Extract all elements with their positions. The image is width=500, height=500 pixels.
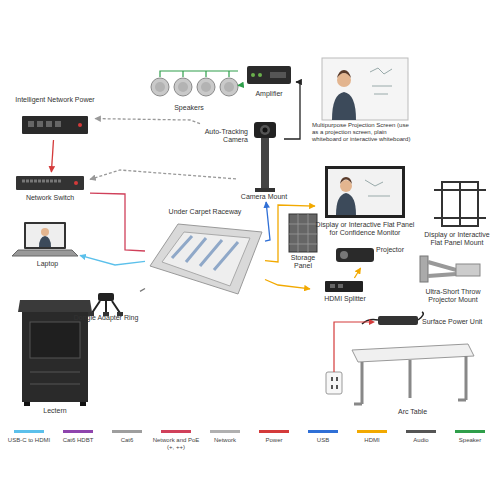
component-label: Speakers bbox=[140, 104, 238, 112]
network-switch-device bbox=[16, 176, 84, 190]
cable-connector bbox=[354, 268, 360, 278]
legend-text: Audio bbox=[397, 437, 445, 444]
flat-panel-display bbox=[325, 166, 405, 218]
component-label: Network Switch bbox=[10, 194, 90, 202]
cable-connector bbox=[284, 82, 300, 139]
cable-connector bbox=[140, 289, 145, 292]
equipment-node: Dongle Adapter Ring bbox=[72, 290, 140, 332]
ust-projector-mount bbox=[420, 256, 480, 282]
equipment-node: Speakers bbox=[140, 66, 238, 116]
cable-connector bbox=[80, 255, 145, 265]
component-label: Multipurpose Projection Screen (use as a… bbox=[312, 122, 416, 143]
cable-connector bbox=[90, 170, 236, 179]
component-label: Amplifier bbox=[242, 90, 296, 98]
amplifier-device bbox=[247, 66, 291, 84]
camera-device bbox=[254, 122, 276, 192]
equipment-node: Display or Interactive Flat Panel for Co… bbox=[315, 163, 415, 252]
cable-connector bbox=[51, 140, 53, 172]
legend-text: Power bbox=[250, 437, 298, 444]
legend-text: Cat6 bbox=[103, 437, 151, 444]
component-label: Ultra-Short Throw Projector Mount bbox=[412, 288, 494, 304]
legend-swatch bbox=[406, 430, 436, 433]
component-label: Intelligent Network Power bbox=[15, 96, 95, 104]
cable-connector bbox=[95, 119, 200, 124]
cable-connector bbox=[265, 205, 315, 262]
component-label: Projector bbox=[376, 246, 410, 254]
equipment-node: Arc Table bbox=[345, 342, 480, 420]
component-label: HDMI Splitter bbox=[310, 295, 380, 303]
equipment-node: Ultra-Short Throw Projector Mount bbox=[412, 252, 494, 310]
legend-swatch bbox=[357, 430, 387, 433]
panel-mount-bracket bbox=[434, 182, 486, 226]
laptop-computer bbox=[12, 222, 78, 256]
equipment-node: Intelligent Network Power bbox=[15, 96, 95, 140]
storage-panel bbox=[289, 214, 317, 252]
legend-swatch bbox=[308, 430, 338, 433]
legend-text: Network and PoE (+, ++) bbox=[152, 437, 200, 451]
legend-text: USB bbox=[299, 437, 347, 444]
equipment-node: Laptop bbox=[15, 218, 80, 275]
cable-connector bbox=[265, 202, 270, 241]
projector-device bbox=[336, 248, 374, 262]
cable-connector bbox=[238, 84, 242, 86]
arc-table-furniture bbox=[352, 344, 474, 404]
legend-swatch bbox=[14, 430, 44, 433]
equipment-node: Auto-Tracking Camera bbox=[200, 118, 284, 160]
legend-text: HDMI bbox=[348, 437, 396, 444]
equipment-node: HDMI Splitter bbox=[310, 278, 380, 308]
component-label: Under Carpet Raceway bbox=[145, 208, 265, 216]
dongle-adapter-ring bbox=[88, 293, 123, 316]
component-label: Display or Interactive Flat Panel Mount bbox=[420, 231, 494, 247]
under-carpet-raceway bbox=[150, 224, 262, 294]
speaker-group bbox=[151, 71, 238, 96]
component-label: Camera Mount bbox=[236, 193, 292, 201]
equipment-node: Display or Interactive Flat Panel Mount bbox=[420, 176, 494, 254]
component-label: Storage Panel bbox=[284, 254, 322, 270]
component-label: Laptop bbox=[15, 260, 80, 268]
component-label: Auto-Tracking Camera bbox=[200, 128, 248, 144]
component-label: Surface Power Unit bbox=[422, 318, 490, 326]
component-label: Arc Table bbox=[345, 408, 480, 416]
hdmi-splitter-device bbox=[325, 281, 363, 292]
equipment-node: Surface Power Unit bbox=[372, 312, 490, 338]
equipment-node: Storage Panel bbox=[284, 212, 322, 272]
equipment-node: Lectern bbox=[15, 295, 95, 420]
cable-connector bbox=[90, 193, 145, 251]
projection-screen bbox=[322, 58, 408, 120]
equipment-node: Amplifier bbox=[242, 62, 296, 102]
equipment-node: Projector bbox=[330, 238, 410, 268]
component-label: Display or Interactive Flat Panel for Co… bbox=[315, 221, 415, 237]
cable-connector bbox=[265, 280, 310, 289]
equipment-node: Camera Mount bbox=[236, 160, 292, 202]
legend-swatch bbox=[210, 430, 240, 433]
legend-text: Speaker bbox=[446, 437, 494, 444]
legend-swatch bbox=[161, 430, 191, 433]
legend-swatch bbox=[112, 430, 142, 433]
legend-swatch bbox=[63, 430, 93, 433]
legend-text: Network bbox=[201, 437, 249, 444]
network-power-device bbox=[22, 116, 88, 134]
component-label: Lectern bbox=[15, 407, 95, 415]
equipment-node: Multipurpose Projection Screen (use as a… bbox=[312, 56, 416, 156]
equipment-node: Under Carpet Raceway bbox=[145, 208, 265, 300]
legend-swatch bbox=[455, 430, 485, 433]
legend-text: Cat6 HDBT bbox=[54, 437, 102, 444]
equipment-node: Network Switch bbox=[10, 172, 90, 212]
component-label: Dongle Adapter Ring bbox=[72, 314, 140, 322]
legend-swatch bbox=[259, 430, 289, 433]
legend-text: USB-C to HDMI bbox=[5, 437, 53, 444]
